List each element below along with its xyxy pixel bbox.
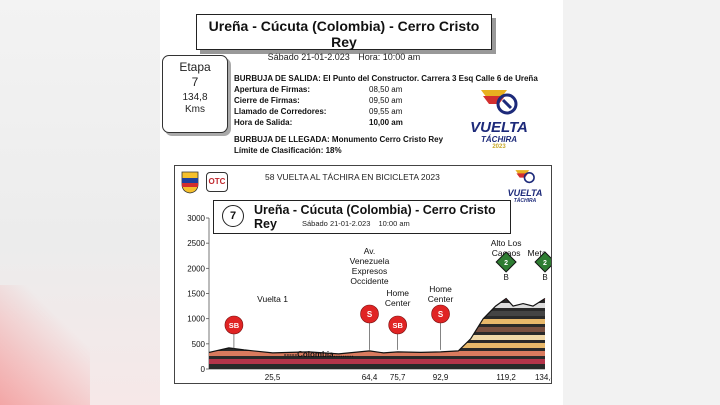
x-tick-label: 119,2 [496,373,516,382]
country-label: -----Colombia......... [284,350,354,359]
y-tick-label: 500 [192,340,206,349]
y-tick-label: 3000 [187,214,205,223]
right-background [563,0,720,405]
y-tick-label: 1500 [187,290,205,299]
sb-label: SB [392,321,403,330]
left-tint [0,285,90,405]
stage-datetime: Sábado 21-01-2.023 Hora: 10:00 am [197,52,491,62]
otc-logo: OTC [206,172,228,192]
stage-title: Ureña - Cúcuta (Colombia) - Cerro Cristo… [208,18,480,50]
stage-time: Hora: 10:00 am [358,52,421,62]
climb-marker [495,251,517,273]
info-row: Cierre de Firmas: 09,50 am [234,95,538,106]
info-row-label: Llamado de Corredores: [234,107,327,116]
vuelta-logo: VUELTA TÁCHIRA 2023 [464,86,534,156]
sprint-label: S [367,310,373,319]
annotation-label: Meta [528,248,547,258]
y-tick-label: 2000 [187,264,205,273]
x-tick-label: 134,8 [535,373,551,382]
info-row: Hora de Salida: 10,00 am [234,117,538,128]
logo-word: VUELTA [470,119,528,136]
profile-band [209,319,545,324]
info-row: Llamado de Corredores: 09,55 am [234,106,538,117]
climb-class: B [503,273,508,282]
profile-title: 58 VUELTA AL TÁCHIRA EN BICICLETA 2023 [265,172,440,182]
stage-distance: 134,8 [182,92,208,103]
profile-band [209,335,545,340]
profile-inner-title: Ureña - Cúcuta (Colombia) - Cerro Cristo… [254,203,496,231]
profile-band [209,351,545,356]
cyclist-logo-icon [481,90,518,115]
annotation-label: Av. [364,246,376,256]
x-tick-label: 92,9 [433,373,449,382]
stage-title-box: Ureña - Cúcuta (Colombia) - Cerro Cristo… [196,14,492,62]
profile-logo-word: VUELTA [507,188,543,198]
sb-label: SB [229,321,240,330]
profile-vuelta-logo: VUELTA TÁCHIRA [501,168,549,204]
profile-inner-datetime: Sábado 21-01-2.023 10:00 am [302,219,416,228]
x-tick-label: 25,5 [265,373,281,382]
annotation-label: Alto Los [491,238,522,248]
climb-category: 2 [504,260,508,267]
classification-limit: Límite de Clasificación: 18% [234,145,538,156]
profile-stage-number: 7 [222,205,244,227]
limit-label: Límite de Clasificación: [234,146,324,155]
info-row-value: 09,50 am [369,96,403,105]
finish-bubble: BURBUJA DE LLEGADA: Monumento Cerro Cris… [234,135,444,144]
annotation-label: Center [385,298,411,308]
profile-band [209,327,545,332]
climb-marker [534,251,551,273]
limit-value: 18% [325,146,342,155]
logo-sub: TÁCHIRA [481,135,517,144]
annotation-label: Center [428,294,454,304]
info-row-value: 10,00 am [369,118,403,127]
profile-line [208,297,546,355]
profile-inner-date: Sábado 21-01-2.023 [302,219,371,228]
profile-inner-time: 10:00 am [378,219,410,228]
annotation-label: Home [386,288,409,298]
stage-number-box: Etapa 7 134,8 Kms [162,55,228,133]
profile-inner-title-box: 7 Ureña - Cúcuta (Colombia) - Cerro Cris… [213,200,511,234]
y-tick-label: 0 [201,365,206,374]
profile-band [209,359,545,364]
y-tick-label: 2500 [187,239,205,248]
stage-profile: OTC 58 VUELTA AL TÁCHIRA EN BICICLETA 20… [174,165,552,384]
stage-distance-unit: Kms [185,104,205,115]
annotation-label: Home [429,284,452,294]
info-row-value: 08,50 am [369,85,403,94]
x-tick-label: 75,7 [390,373,406,382]
logo-year: 2023 [492,144,506,150]
profile-cyclist-logo-icon [515,170,535,184]
info-row: Apertura de Firmas: 08,50 am [234,84,538,95]
profile-band [209,287,545,292]
info-row-value: 09,55 am [369,107,403,116]
annotation-label: Occidente [350,276,389,286]
stage-info: BURBUJA DE SALIDA: El Punto del Construc… [234,73,538,156]
climb-class: B [542,273,547,282]
y-tick-label: 1000 [187,315,205,324]
profile-band [209,343,545,348]
info-row-label: Apertura de Firmas: [234,85,311,94]
profile-logo-sub: TÁCHIRA [513,198,537,204]
stage-label: Etapa [179,60,211,74]
climb-category: 2 [543,260,547,267]
sprint-label: S [438,310,444,319]
annotation-label: Venezuela [350,256,390,266]
annotation-label: Expresos [352,266,387,276]
stage-number: 7 [191,75,199,89]
annotation-label: Vuelta 1 [257,294,288,304]
start-bubble: BURBUJA DE SALIDA: El Punto del Construc… [234,74,538,83]
info-row-label: Hora de Salida: [234,118,293,127]
stage-document: Ureña - Cúcuta (Colombia) - Cerro Cristo… [160,0,563,405]
altitude-profile-chart: 3000 2500 2000 1500 1000 500 0 25,5 64,4 75,7 92,9… [187,214,551,382]
stage-date: Sábado 21-01-2.023 [267,52,350,62]
tachira-emblem-icon [181,171,199,194]
left-background [0,0,160,405]
x-tick-label: 64,4 [362,373,378,382]
info-row-label: Cierre de Firmas: [234,96,300,105]
